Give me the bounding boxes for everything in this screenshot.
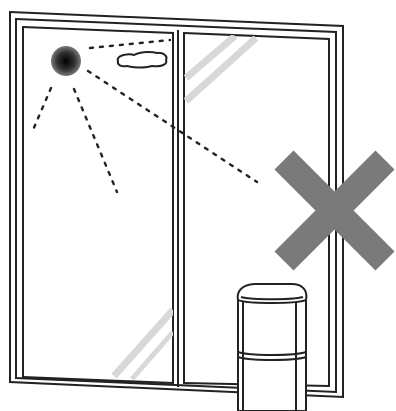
window-left-pane-border	[23, 27, 173, 383]
floor-standing-unit-icon	[238, 284, 307, 411]
reflection-stripe-upper-1	[186, 36, 235, 78]
sun-icon	[51, 46, 81, 76]
cloud-icon	[118, 52, 167, 68]
sun-ray-down	[74, 89, 117, 192]
reflection-stripe-lower-2	[132, 332, 173, 379]
cross-mark-icon	[284, 160, 385, 261]
sun-ray-left	[33, 88, 51, 130]
sun-ray-to-cloud	[90, 40, 170, 48]
